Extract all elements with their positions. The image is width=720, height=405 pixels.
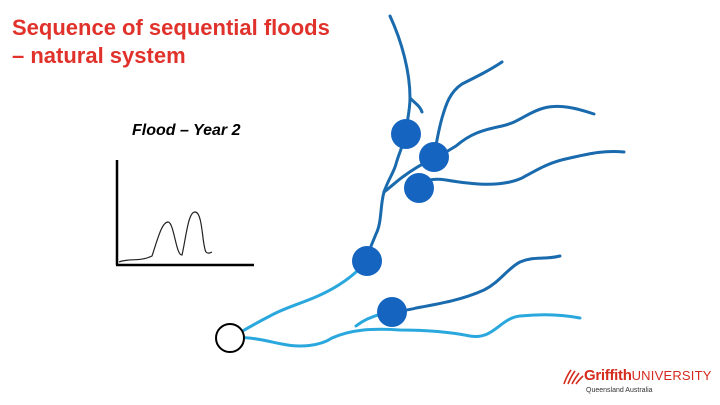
upper-tributaries [364, 14, 626, 314]
griffith-logo: GriffithUNIVERSITY Queensland Australia [562, 366, 712, 400]
gauge-node-3 [404, 173, 434, 203]
griffith-crest-icon [563, 369, 584, 385]
river-upper-left [388, 14, 412, 136]
river-right [416, 150, 626, 190]
logo-name: GriffithUNIVERSITY [584, 367, 712, 384]
slide-title: Sequence of sequential floods – natural … [12, 14, 330, 70]
hydrograph-title: Flood – Year 2 [132, 122, 241, 139]
river-lower-main [228, 260, 368, 340]
hydrograph-curve [118, 211, 213, 263]
river-upper-right [432, 104, 596, 160]
gauge-node-4 [352, 246, 382, 276]
slide-title-line1: Sequence of sequential floods [12, 15, 330, 40]
river-lower-bottom [228, 313, 582, 348]
gauge-node-5 [377, 297, 407, 327]
hydrograph-axes [115, 160, 254, 267]
river-upper-fork [408, 96, 424, 114]
river-main-stem [364, 132, 408, 264]
gauge-node-2 [419, 142, 449, 172]
gauge-node-1 [391, 119, 421, 149]
slide-title-line2: – natural system [12, 43, 186, 68]
river-lower-right [390, 254, 562, 314]
river-upper-middle [432, 60, 504, 158]
outlet-node [215, 323, 245, 353]
logo-subtitle: Queensland Australia [586, 387, 653, 394]
gauge-nodes [215, 119, 449, 353]
lower-rivers [228, 260, 582, 348]
